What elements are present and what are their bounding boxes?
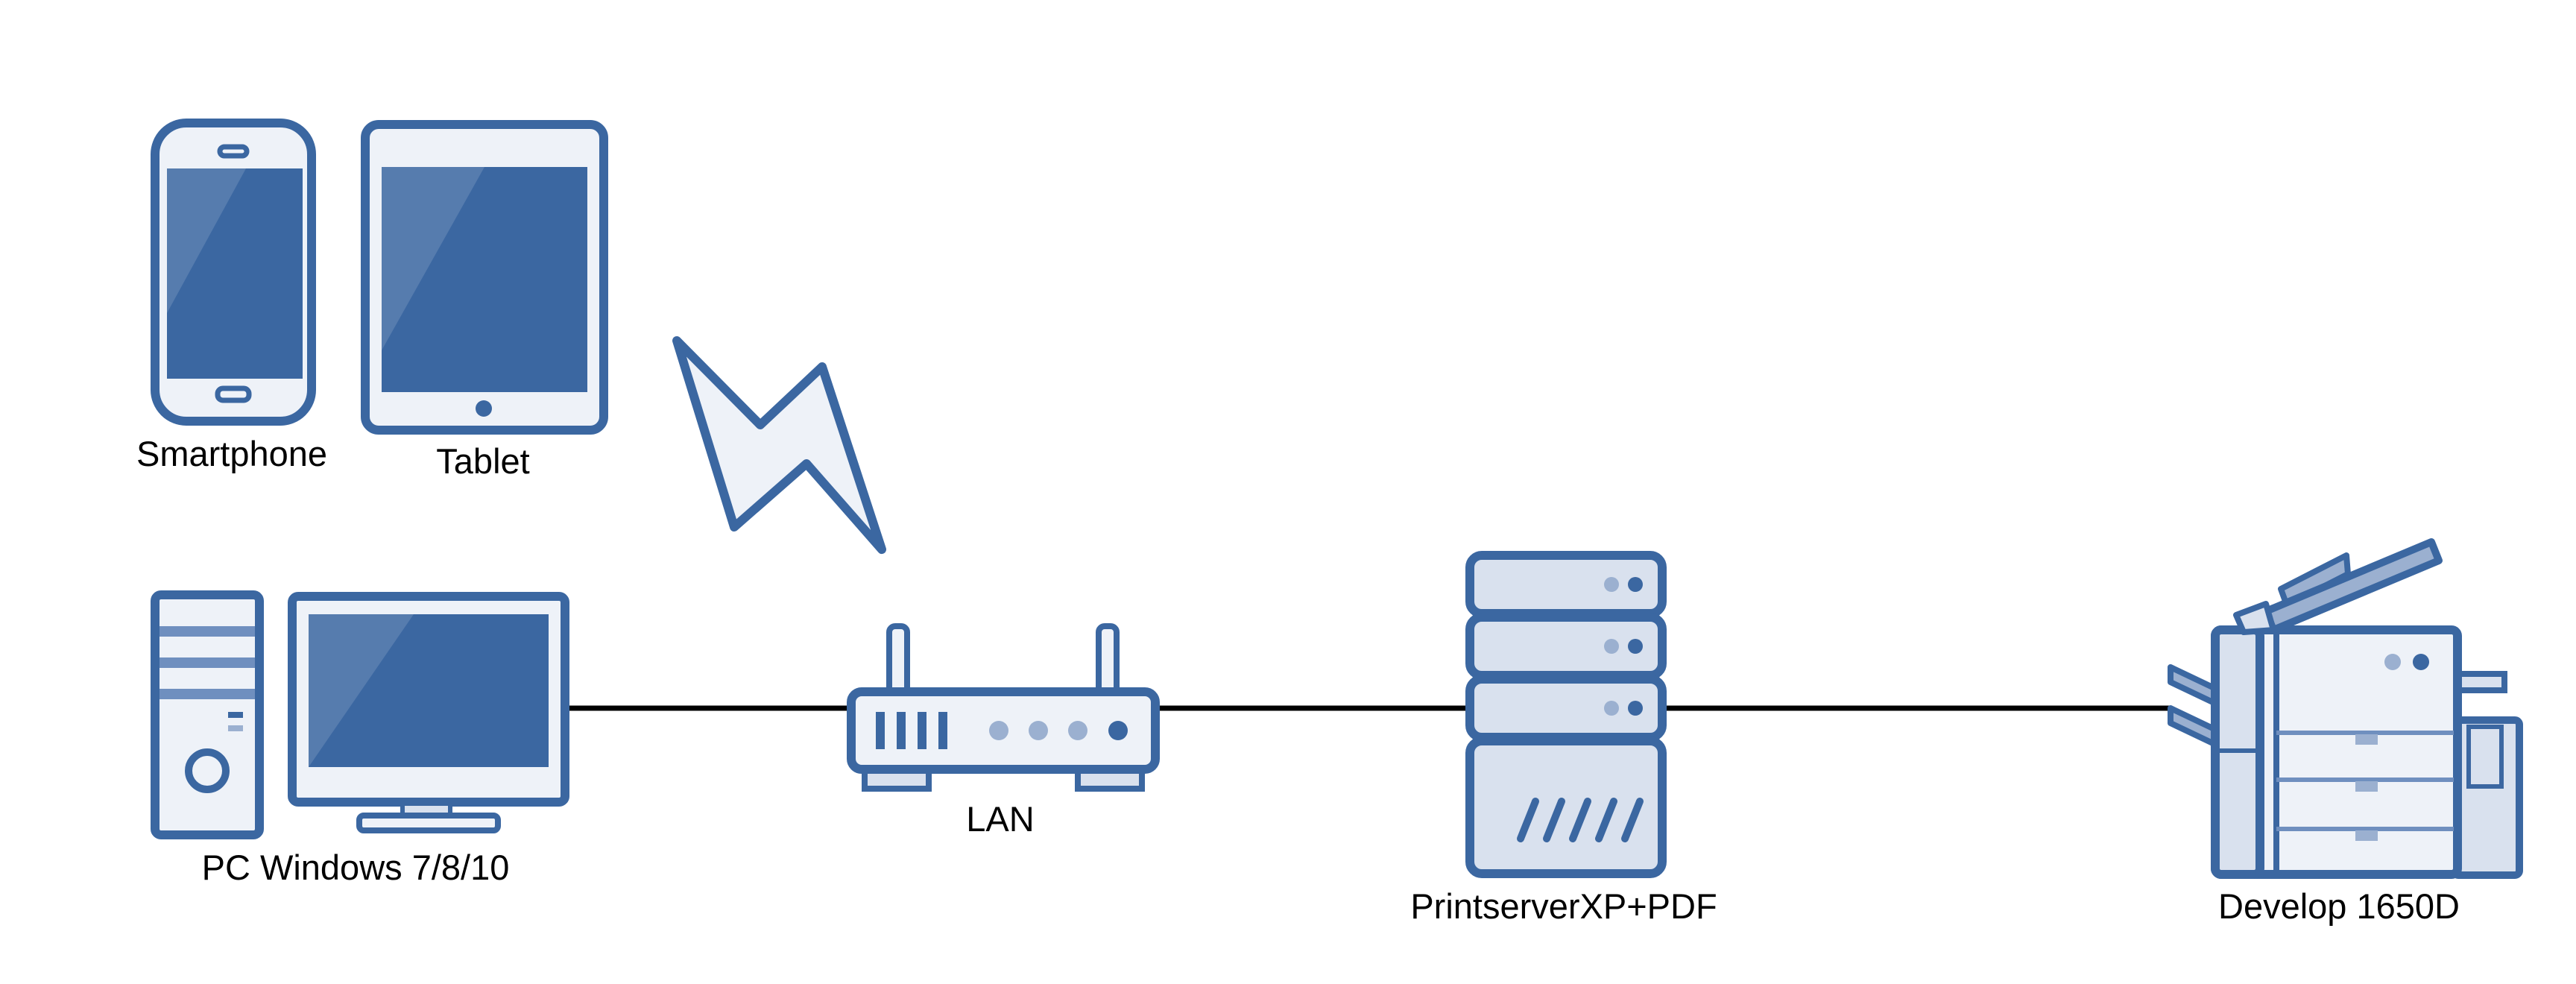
router-label: LAN xyxy=(966,799,1035,839)
tablet-icon xyxy=(361,120,608,435)
pc-monitor-icon xyxy=(288,592,569,833)
desktop-pc-icon xyxy=(151,590,569,839)
tablet-label: Tablet xyxy=(436,441,530,481)
server-label: PrintserverXP+PDF xyxy=(1410,886,1717,926)
copier-icon xyxy=(2168,538,2523,879)
lightning-bolt-icon xyxy=(672,336,886,554)
router-icon xyxy=(847,623,1160,792)
server-icon xyxy=(1465,551,1667,878)
copier-label: Develop 1650D xyxy=(2218,886,2460,926)
smartphone-label: Smartphone xyxy=(136,434,328,473)
pc-label: PC Windows 7/8/10 xyxy=(201,848,510,887)
smartphone-icon xyxy=(151,119,316,426)
pc-tower-icon xyxy=(151,590,264,839)
